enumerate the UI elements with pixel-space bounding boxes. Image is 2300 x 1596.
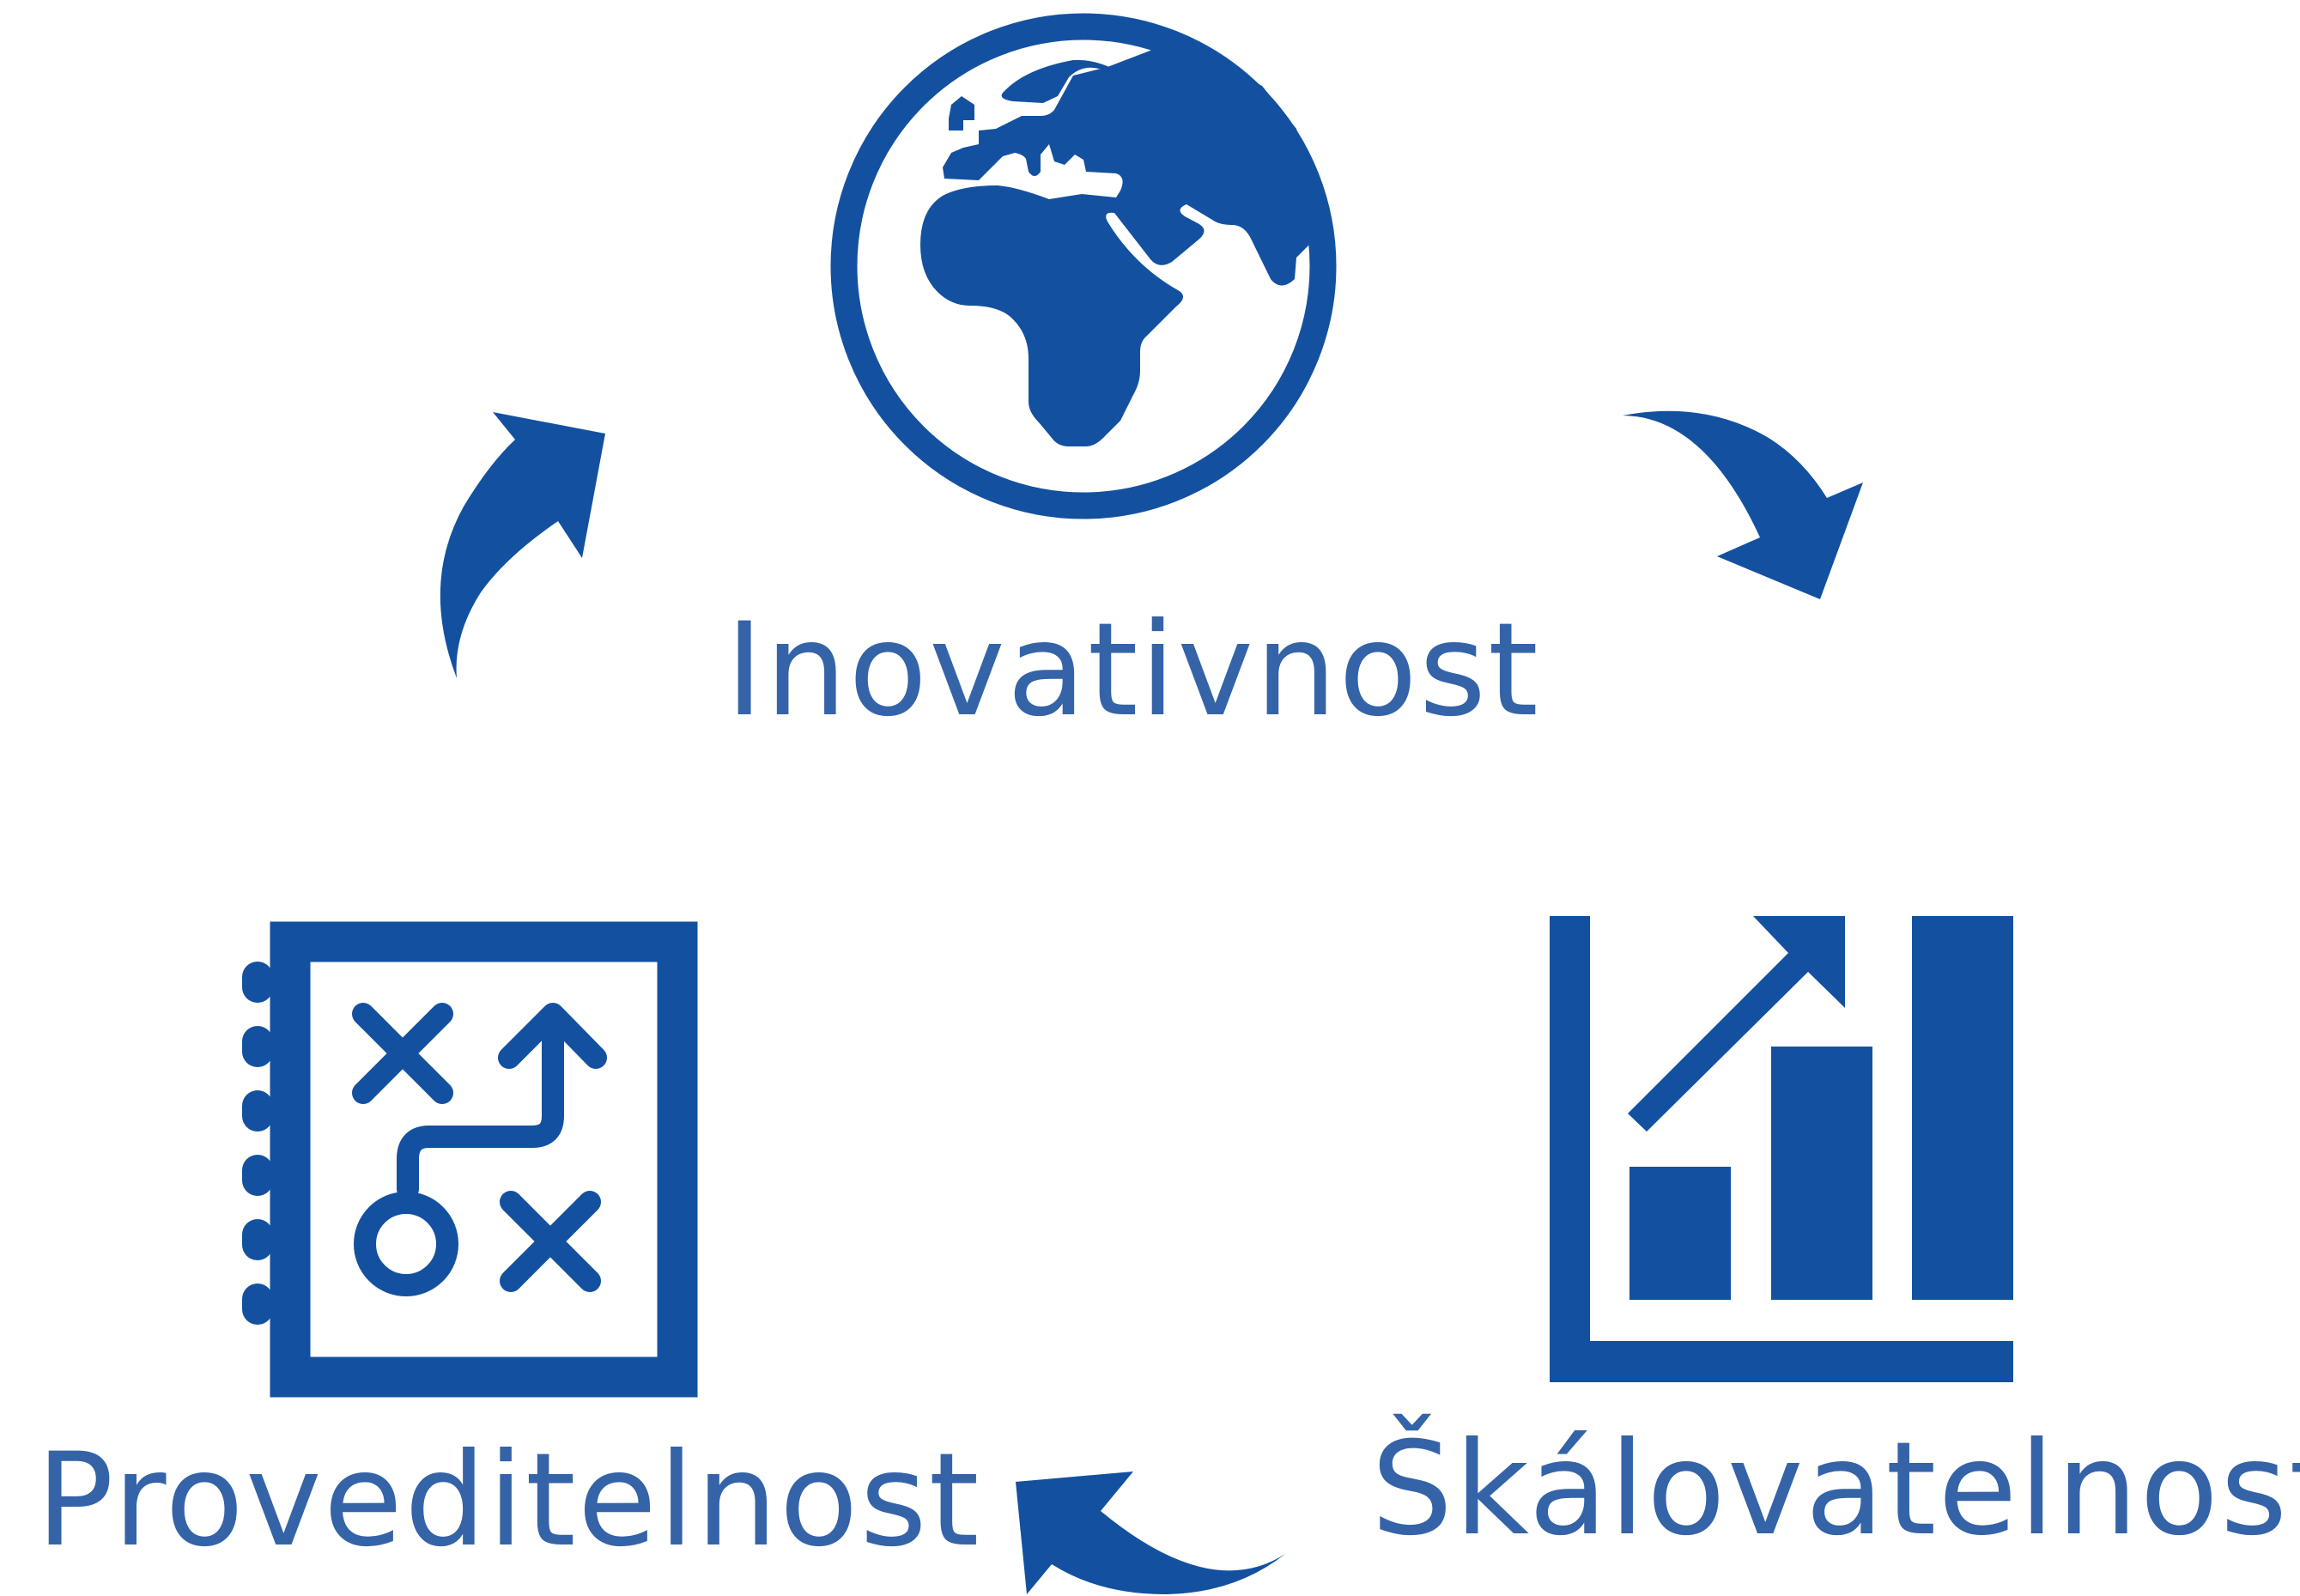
globe-icon <box>830 13 1337 519</box>
cycle-arrow-2 <box>1623 410 1863 599</box>
growth-chart-icon <box>1550 916 2013 1382</box>
label-feasibility: Proveditelnost <box>36 1426 981 1575</box>
cycle-arrow-3 <box>1016 1472 1285 1595</box>
label-innovation: Inovativnost <box>725 596 1540 745</box>
label-scalability: Škálovatelnost <box>1371 1415 2300 1564</box>
strategy-notebook-icon <box>242 921 698 1398</box>
cycle-arrow-1 <box>440 412 605 678</box>
